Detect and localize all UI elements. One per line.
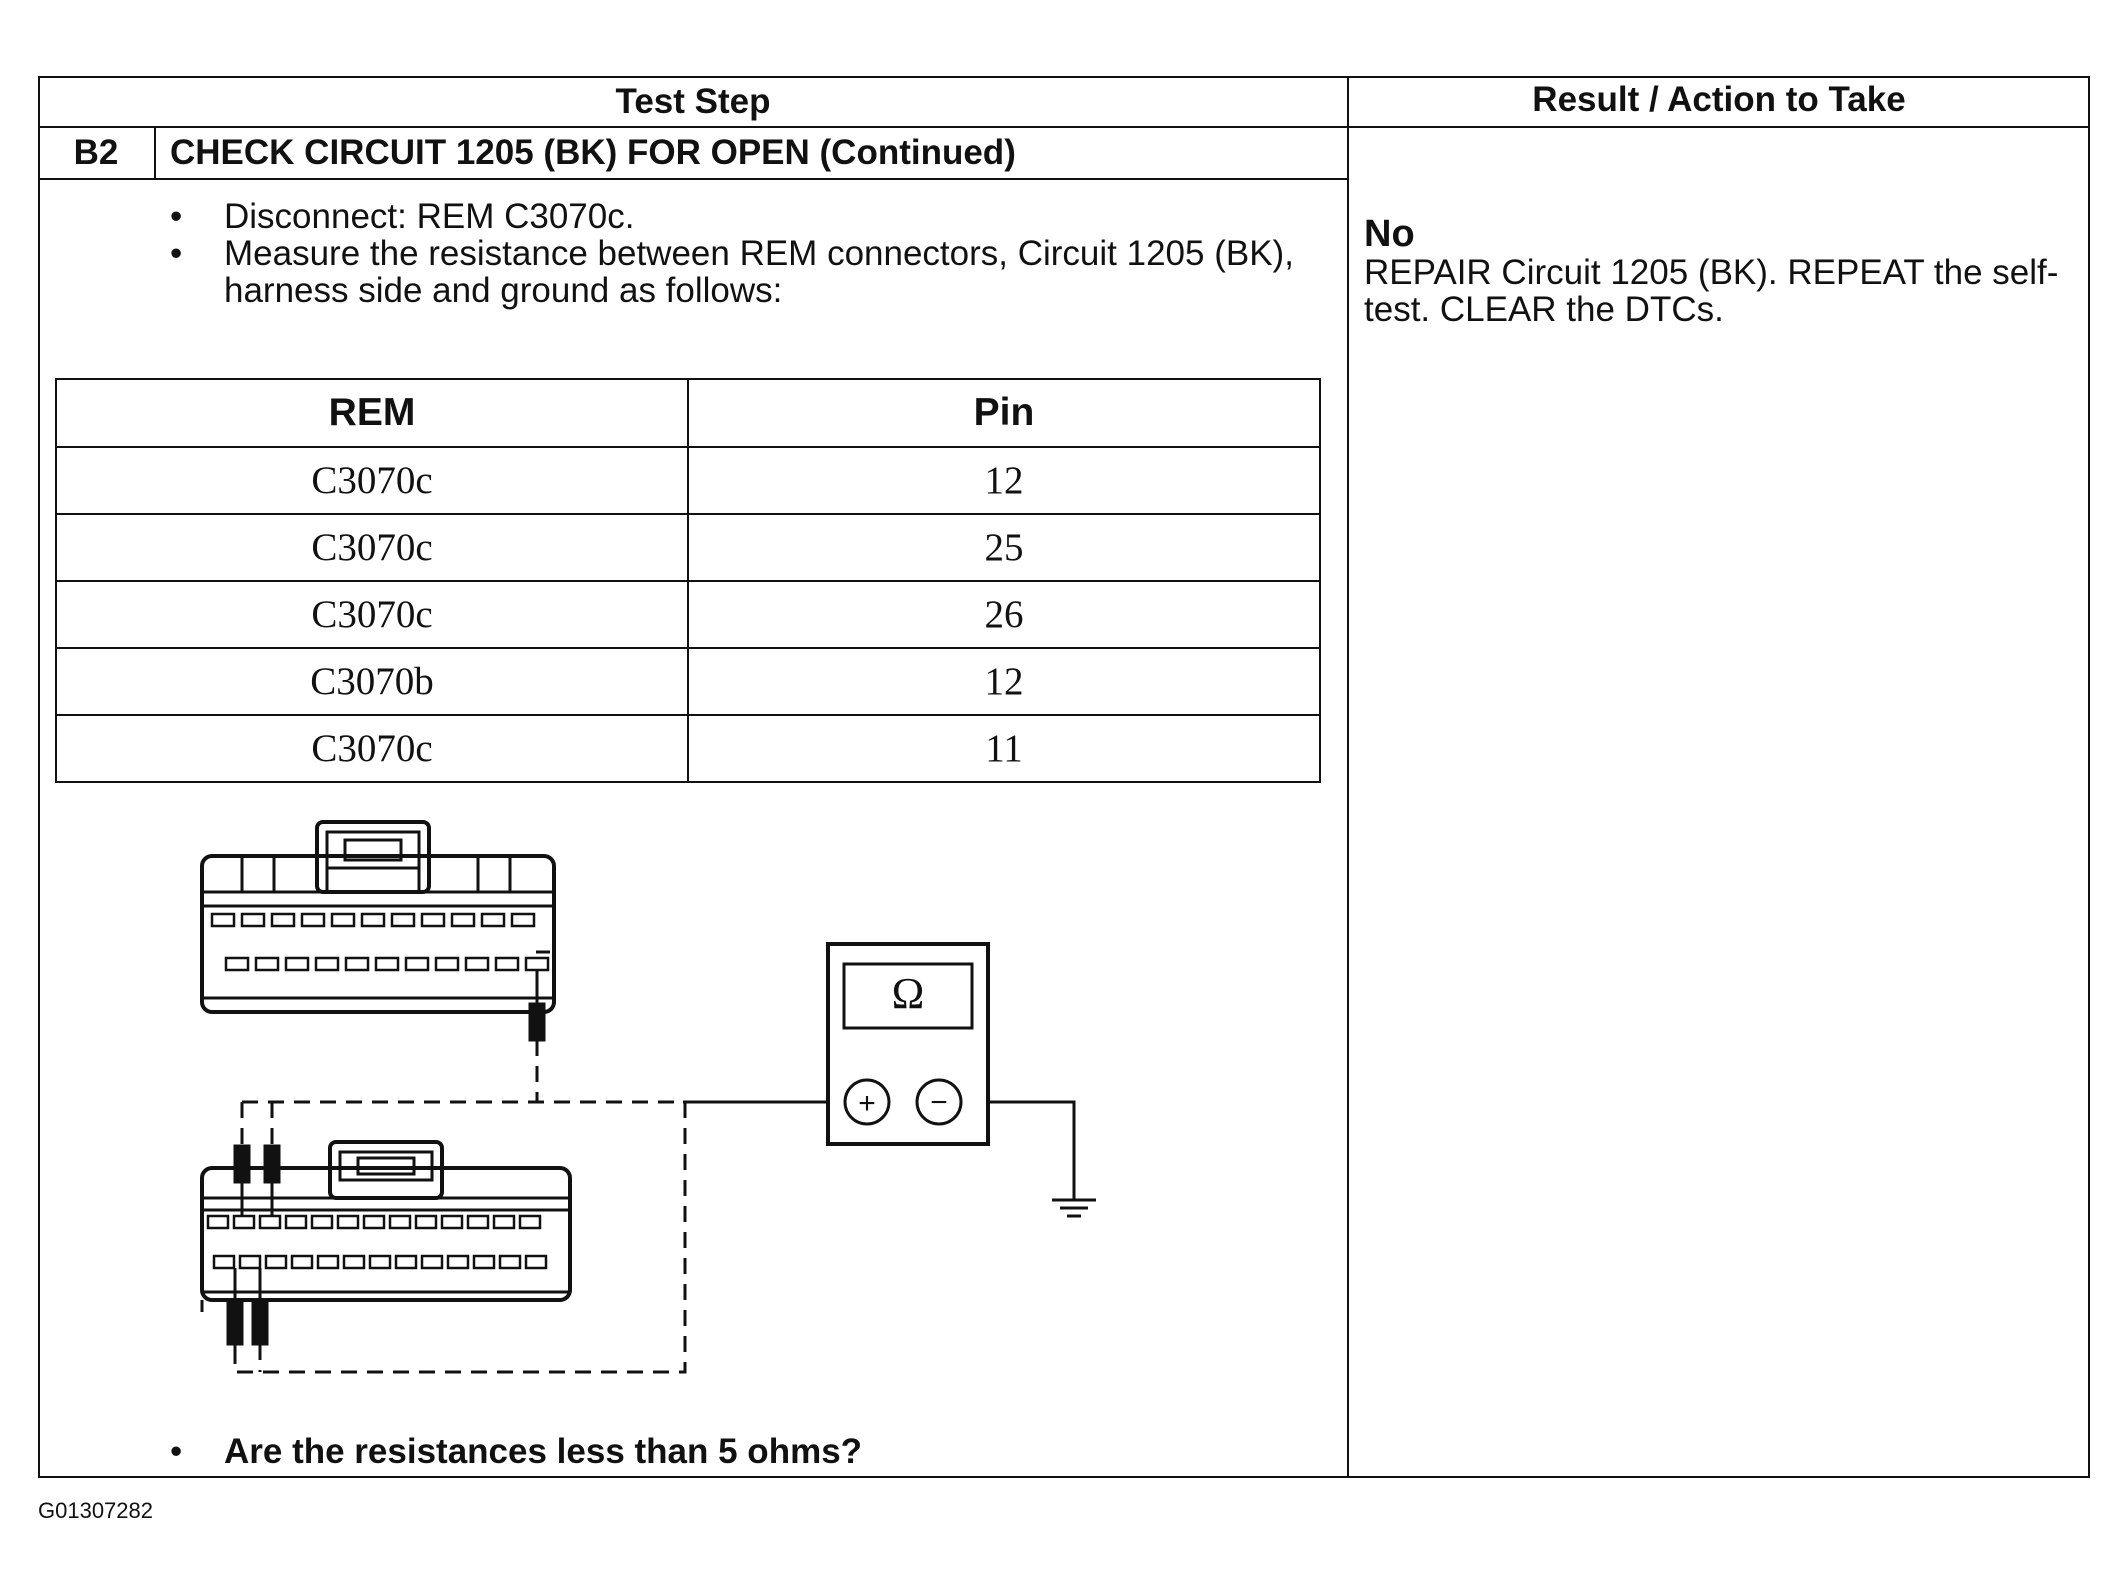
test-step-header: Test Step: [615, 82, 771, 121]
test-question-text: Are the resistances less than 5 ohms?: [224, 1432, 863, 1471]
connector-c3070b-icon: [200, 820, 556, 1014]
pin-cell: 12: [687, 647, 1321, 716]
rem-cell: C3070c: [55, 714, 689, 783]
ohmmeter-icon: [826, 942, 990, 1146]
pin-cell: 12: [687, 446, 1321, 515]
test-probe-icon: [528, 970, 546, 1042]
rem-cell: C3070c: [55, 446, 689, 515]
table-row: C3070c 26: [55, 580, 1321, 649]
step-id-divider: [154, 126, 156, 179]
positive-terminal-label: +: [858, 1087, 876, 1120]
result-answer: No: [1364, 213, 1415, 255]
connector-c3070c-icon: [200, 1140, 572, 1312]
negative-terminal-label: −: [930, 1086, 948, 1119]
pin-cell: 11: [687, 714, 1321, 783]
table-row: C3070c 12: [55, 446, 1321, 515]
pin-cell: 26: [687, 580, 1321, 649]
rem-cell: C3070c: [55, 513, 689, 582]
pin-column-header: Pin: [687, 378, 1321, 448]
ground-icon: [1052, 1198, 1096, 1218]
result-action-text: REPAIR Circuit 1205 (BK). REPEAT the sel…: [1364, 253, 2059, 329]
pin-cell: 25: [687, 513, 1321, 582]
procedure-table-frame: [38, 76, 2090, 1478]
instruction-item: Disconnect: REM C3070c.: [160, 198, 1340, 235]
ohm-symbol: Ω: [892, 969, 925, 1018]
header-divider: [38, 126, 2090, 128]
result-action-header: Result / Action to Take: [1532, 80, 1906, 119]
step-title: CHECK CIRCUIT 1205 (BK) FOR OPEN (Contin…: [170, 133, 1016, 172]
instruction-list: Disconnect: REM C3070c. Measure the resi…: [160, 198, 1340, 309]
rem-pin-table: REM Pin C3070c 12 C3070c 25 C3070c 26 C3…: [55, 378, 1321, 783]
rem-column-header: REM: [55, 378, 689, 448]
table-row: C3070c 25: [55, 513, 1321, 582]
rem-cell: C3070b: [55, 647, 689, 716]
figure-id: G01307282: [38, 1498, 153, 1523]
wiring-diagram: Ω + −: [200, 820, 1096, 1374]
column-divider: [1347, 76, 1349, 1478]
rem-cell: C3070c: [55, 580, 689, 649]
table-row: C3070b 12: [55, 647, 1321, 716]
table-row: C3070c 11: [55, 714, 1321, 783]
test-probe-icon: [233, 1102, 281, 1216]
instruction-item: Measure the resistance between REM conne…: [160, 235, 1340, 309]
test-question: Are the resistances less than 5 ohms?: [160, 1432, 862, 1472]
step-id: B2: [73, 133, 119, 172]
step-title-divider: [38, 178, 1348, 180]
test-probe-icon: [226, 1268, 269, 1372]
